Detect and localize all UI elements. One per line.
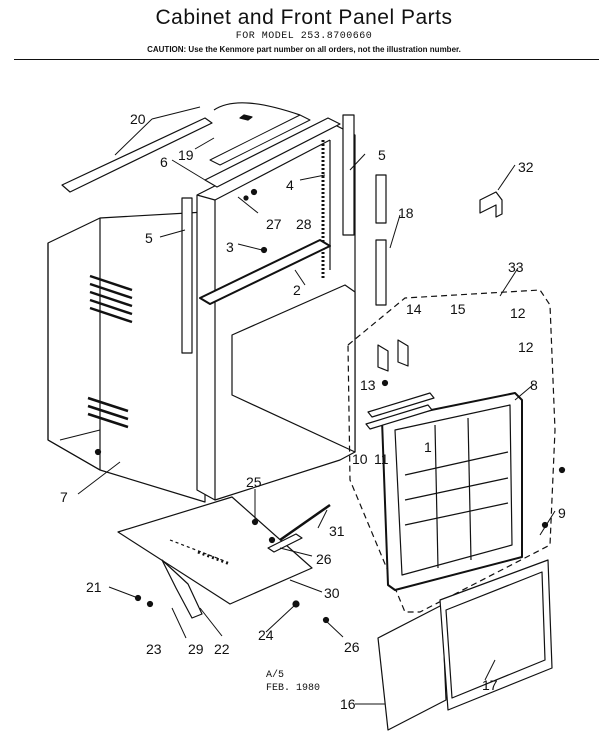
page-title: Cabinet and Front Panel Parts [155,6,453,29]
callout-7: 7 [60,489,68,505]
callout-31: 31 [329,523,345,539]
part-base-pan [117,496,331,619]
callout-5a: 5 [378,147,386,163]
callout-12b: 12 [518,339,534,355]
caution-note: CAUTION: Use the Kenmore part number on … [147,45,461,54]
callout-leaders [59,106,556,705]
callout-4: 4 [286,177,294,193]
callout-32: 32 [518,159,534,175]
callout-1: 1 [424,439,432,455]
part-cabinet-shell [47,211,206,503]
callout-9: 9 [558,505,566,521]
callout-16: 16 [340,696,356,712]
callout-8: 8 [530,377,538,393]
callout-27: 27 [266,216,282,232]
part-clip [377,339,409,372]
model-number: FOR MODEL 253.8700660 [235,31,373,42]
callout-12a: 12 [510,305,526,321]
revision-code: A/5 [266,670,285,681]
callout-15: 15 [450,301,466,317]
part-bracket [479,191,503,218]
callout-20: 20 [130,111,146,127]
callout-3: 3 [226,239,234,255]
callout-18: 18 [398,205,414,221]
callout-33: 33 [508,259,524,275]
part-divider [199,239,356,453]
part-front-panel-group [347,289,556,613]
callout-28: 28 [296,216,312,232]
callout-26a: 26 [316,551,332,567]
callout-25: 25 [246,474,262,490]
part-foam-strips [375,174,387,306]
part-filter-slides [365,392,435,430]
callout-5b: 5 [145,230,153,246]
callout-24: 24 [258,627,274,643]
callout-30: 30 [324,585,340,601]
part-front-cover [377,559,553,731]
callout-22: 22 [214,641,230,657]
header-rule [14,59,599,60]
callout-6: 6 [160,154,168,170]
part-top-rail [61,102,341,193]
revision-date: FEB. 1980 [266,683,321,694]
callout-29: 29 [188,641,204,657]
callout-19: 19 [178,147,194,163]
callout-labels: 1 2 3 4 5 5 6 7 8 9 10 11 12 12 13 14 15… [60,111,566,712]
callout-26b: 26 [344,639,360,655]
callout-2: 2 [293,282,301,298]
fastener-screws [94,188,566,624]
callout-23: 23 [146,641,162,657]
callout-14: 14 [406,301,422,317]
callout-21: 21 [86,579,102,595]
callout-11: 11 [374,451,389,467]
callout-10: 10 [352,451,368,467]
part-side-rail [181,114,355,354]
callout-17: 17 [482,677,498,693]
part-grille [381,392,523,591]
callout-13: 13 [360,377,376,393]
